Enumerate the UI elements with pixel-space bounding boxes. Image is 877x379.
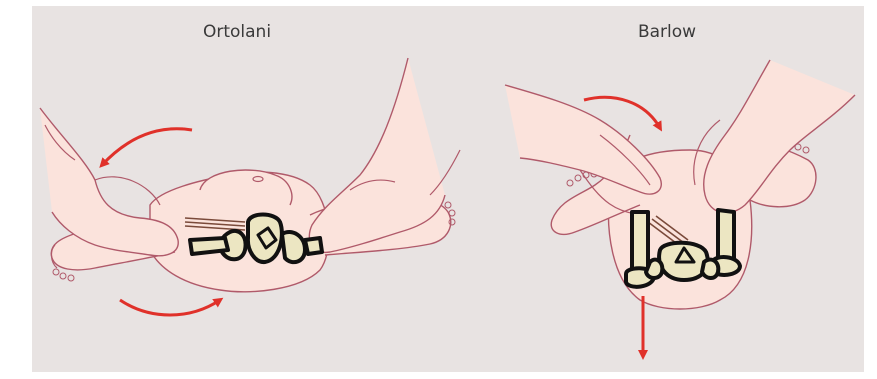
barlow-illustration bbox=[505, 60, 855, 356]
curved-arrow-icon bbox=[102, 129, 192, 165]
examiner-left-hand bbox=[505, 85, 661, 194]
ortolani-illustration bbox=[40, 58, 460, 315]
curved-arrow-icon bbox=[120, 300, 220, 315]
